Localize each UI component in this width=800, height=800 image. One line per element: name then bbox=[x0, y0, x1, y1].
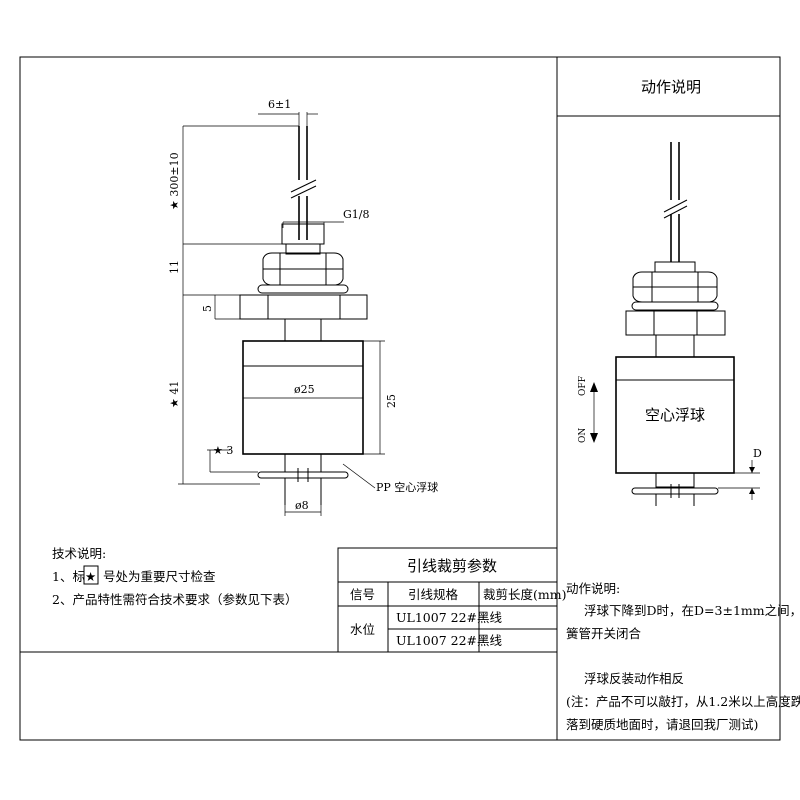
action-text-line5: 落到硬质地面时，请退回我厂测试) bbox=[566, 717, 758, 732]
dim-clip-offset: ★ 3 bbox=[213, 444, 233, 457]
action-panel-title: 动作说明 bbox=[641, 78, 701, 96]
action-float-label: 空心浮球 bbox=[645, 406, 705, 424]
action-text-line4: (注：产品不可以敲打，从1.2米以上高度跌 bbox=[566, 694, 800, 709]
dim-float-height: 25 bbox=[385, 394, 398, 408]
tech-note-1-prefix: 1、标 bbox=[52, 569, 85, 584]
lead-table: 引线裁剪参数 信号 引线规格 裁剪长度(mm) 水位 UL1007 22#黑线 … bbox=[337, 547, 566, 653]
action-text-title: 动作说明: bbox=[566, 581, 620, 596]
table-header-length: 裁剪长度(mm) bbox=[483, 587, 566, 602]
table-row-label: 水位 bbox=[350, 622, 375, 637]
float-material-label: PP 空心浮球 bbox=[376, 480, 438, 494]
table-row-2-spec: UL1007 22#黑线 bbox=[396, 633, 502, 648]
dim-thread: G1/8 bbox=[343, 208, 370, 221]
action-text-line1: 浮球下降到D时，在D=3±1mm之间，干 bbox=[584, 603, 800, 618]
dim-lead-length: ★ 300±10 bbox=[168, 152, 181, 210]
tech-notes: 技术说明: 1、标 ★ 号处为重要尺寸检查 2、产品特性需符合技术要求（参数见下… bbox=[52, 546, 297, 607]
action-panel-drawing: 动作说明 bbox=[590, 78, 760, 506]
dim-stem-diameter: ø8 bbox=[295, 499, 309, 512]
off-label: OFF bbox=[578, 376, 588, 396]
tech-notes-title: 技术说明: bbox=[52, 546, 106, 561]
tech-note-2: 2、产品特性需符合技术要求（参数见下表） bbox=[52, 592, 297, 607]
dimension-lines bbox=[178, 112, 385, 516]
dim-body-length: ★ 41 bbox=[168, 381, 181, 408]
action-panel-labels: 空心浮球 OFF ON D bbox=[578, 376, 762, 460]
action-description: 动作说明: 浮球下降到D时，在D=3±1mm之间，干 簧管开关闭合 浮球反装动作… bbox=[566, 581, 800, 732]
action-text-line3: 浮球反装动作相反 bbox=[584, 671, 684, 686]
star-mark: ★ bbox=[85, 569, 96, 584]
d-label: D bbox=[753, 447, 762, 460]
dim-float-diameter: ø25 bbox=[294, 383, 315, 396]
dimension-labels: 6±1 ★ 300±10 G1/8 11 5 ★ 41 ø25 25 ★ 3 ø… bbox=[168, 98, 438, 512]
on-label: ON bbox=[578, 428, 588, 443]
lead-table-title: 引线裁剪参数 bbox=[407, 557, 497, 575]
table-header-signal: 信号 bbox=[350, 587, 375, 602]
action-text-line2: 簧管开关闭合 bbox=[566, 626, 642, 641]
table-row-1-spec: UL1007 22#黑线 bbox=[396, 610, 502, 625]
dim-lead-spacing: 6±1 bbox=[268, 98, 291, 111]
main-sensor-drawing bbox=[239, 126, 368, 505]
table-header-spec: 引线规格 bbox=[408, 587, 459, 602]
tech-note-1-suffix: 号处为重要尺寸检查 bbox=[103, 569, 216, 584]
dim-nut-height: 5 bbox=[201, 305, 214, 312]
dim-hex-height: 11 bbox=[168, 260, 181, 274]
